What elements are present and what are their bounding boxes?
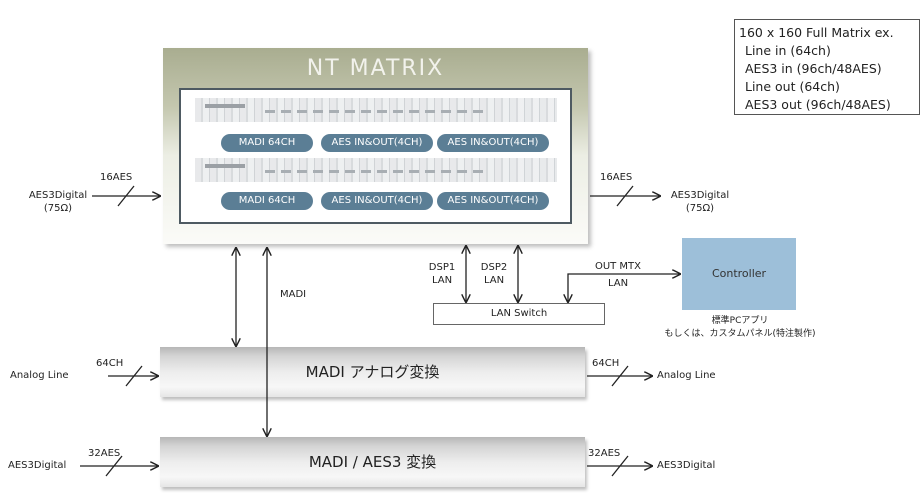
controller-note-2: もしくは、カスタムパネル(特注製作) [664,329,816,339]
module-aes: AES IN&OUT(4CH) [321,192,433,210]
out-mtx-label: OUT MTX [594,261,642,272]
left-input-label: AES3Digital [28,190,88,201]
left-input-count: 16AES [100,172,133,183]
madi-aes3-converter: MADI / AES3 変換 [160,437,585,487]
madi-analog-converter: MADI アナログ変換 [160,347,585,397]
dsp2-lan-label: LAN [483,275,505,286]
madi-label: MADI [280,289,307,300]
module-aes: AES IN&OUT(4CH) [437,134,549,152]
dsp1-lan-label: LAN [431,275,453,286]
rack-unit-row [195,158,557,182]
module-madi: MADI 64CH [221,192,313,210]
module-aes: AES IN&OUT(4CH) [437,192,549,210]
nt-matrix-title: NT MATRIX [306,56,445,81]
module-aes: AES IN&OUT(4CH) [321,134,433,152]
right-output-impedance: (75Ω) [685,203,715,214]
module-madi: MADI 64CH [221,134,313,152]
rack-panel: MADI 64CH AES IN&OUT(4CH) AES IN&OUT(4CH… [179,88,572,224]
controller-box: Controller [682,238,796,310]
slash-mark [611,365,629,387]
spec-item: Line out (64ch) [745,79,840,94]
aes-out-count: 32AES [588,448,621,459]
right-output-label: AES3Digital [670,190,730,201]
controller-note-1: 標準PCアプリ [711,316,769,326]
dsp2-label: DSP2 [480,262,508,273]
spec-title: 160 x 160 Full Matrix ex. [739,25,894,40]
spec-item: AES3 in (96ch/48AES) [745,61,882,76]
rack-unit-row [195,98,557,122]
right-output-count: 16AES [600,172,633,183]
dsp1-label: DSP1 [428,262,456,273]
spec-item: AES3 out (96ch/48AES) [745,97,891,112]
aes-out-label: AES3Digital [657,460,716,471]
spec-box: 160 x 160 Full Matrix ex. Line in (64ch)… [734,19,920,115]
slash-mark [611,455,629,477]
aes-in-label: AES3Digital [8,460,67,471]
out-mtx-lan-label: LAN [607,278,629,289]
nt-matrix-unit: NT MATRIX MADI 64CH AES IN&OUT(4CH) AES … [163,48,588,244]
analog-out-count: 64CH [592,358,620,369]
spec-item: Line in (64ch) [745,43,831,58]
aes-in-count: 32AES [88,448,121,459]
lan-switch: LAN Switch [433,303,605,325]
slash-mark [105,455,123,477]
out-mtx-lan-link [568,274,680,302]
analog-out-label: Analog Line [657,370,716,381]
left-input-impedance: (75Ω) [43,203,73,214]
slash-mark [616,185,634,207]
analog-in-count: 64CH [96,358,124,369]
analog-in-label: Analog Line [10,370,69,381]
slash-mark [117,185,135,207]
slash-mark [125,365,143,387]
